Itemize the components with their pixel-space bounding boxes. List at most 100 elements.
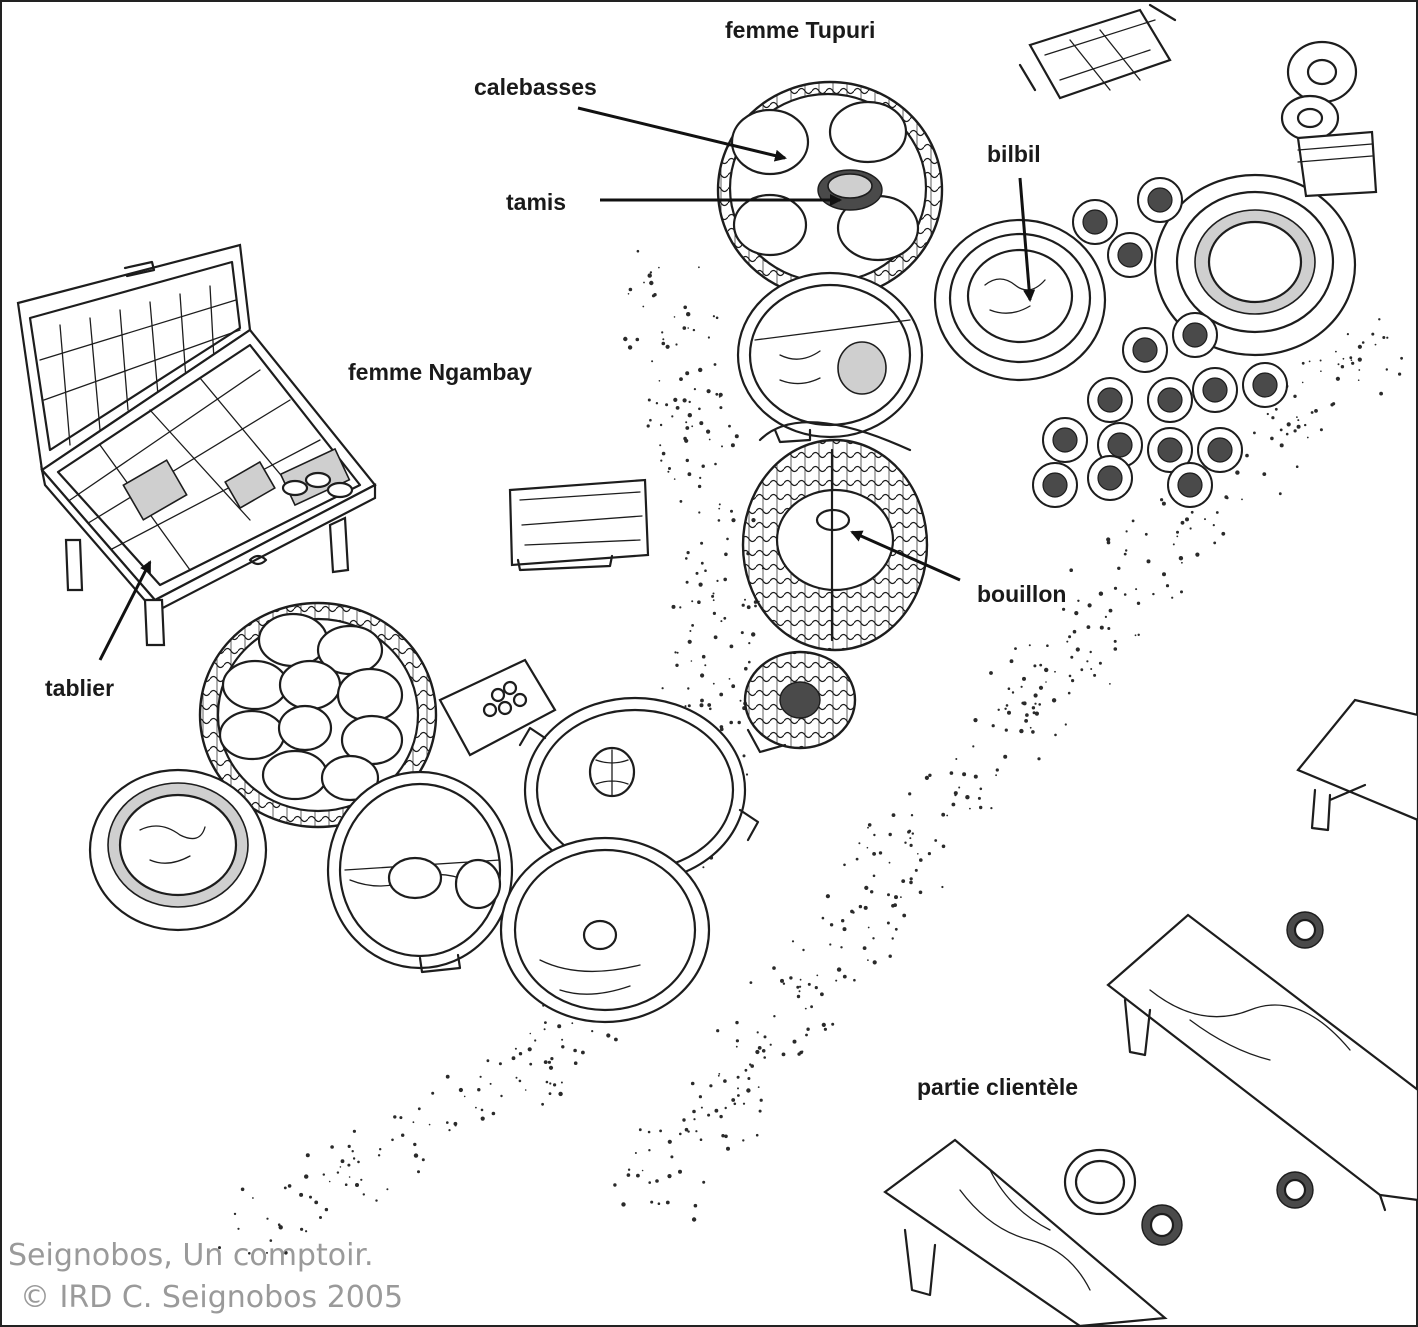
speckle bbox=[842, 974, 847, 979]
speckle bbox=[723, 1079, 727, 1083]
speckle bbox=[741, 603, 745, 607]
speckle bbox=[700, 673, 705, 678]
speckle bbox=[548, 1092, 552, 1095]
speckle bbox=[314, 1200, 319, 1205]
speckle bbox=[748, 660, 751, 664]
speckle bbox=[287, 1184, 292, 1188]
speckle bbox=[1213, 541, 1217, 545]
speckle bbox=[1357, 344, 1362, 349]
speckle bbox=[233, 1212, 237, 1216]
speckle bbox=[489, 1082, 492, 1085]
speckle bbox=[659, 444, 662, 447]
speckle bbox=[728, 424, 731, 428]
speckle bbox=[1400, 356, 1403, 360]
speckle bbox=[391, 1138, 394, 1142]
speckle bbox=[1045, 681, 1047, 683]
speckle bbox=[721, 445, 723, 448]
speckle bbox=[872, 874, 876, 878]
small-pot-mouth bbox=[1097, 387, 1123, 413]
speckle bbox=[606, 1033, 611, 1038]
label-bilbil: bilbil bbox=[987, 141, 1041, 167]
speckle bbox=[647, 1130, 651, 1134]
speckle bbox=[1135, 588, 1138, 591]
speckle bbox=[431, 1091, 435, 1095]
speckle bbox=[636, 249, 640, 253]
speckle bbox=[806, 1027, 810, 1031]
speckle bbox=[1022, 676, 1026, 681]
speckle bbox=[843, 863, 846, 867]
speckle bbox=[685, 426, 690, 430]
speckle bbox=[841, 919, 845, 923]
speckle bbox=[1279, 428, 1283, 432]
speckle bbox=[989, 671, 993, 675]
speckle bbox=[730, 443, 735, 448]
speckle bbox=[675, 406, 680, 410]
speckle bbox=[758, 1109, 762, 1113]
speckle bbox=[979, 787, 983, 791]
speckle bbox=[511, 1056, 516, 1061]
arrow-tablier bbox=[98, 560, 152, 661]
speckle bbox=[1385, 368, 1389, 371]
speckle bbox=[712, 315, 716, 318]
speckle bbox=[679, 606, 682, 609]
speckle bbox=[1054, 670, 1056, 673]
speckle bbox=[1003, 754, 1008, 759]
speckle bbox=[393, 1115, 397, 1119]
speckle bbox=[1266, 412, 1269, 416]
speckle bbox=[685, 371, 690, 376]
speckle bbox=[707, 703, 712, 707]
speckle bbox=[1108, 608, 1113, 613]
speckle bbox=[735, 1039, 740, 1043]
speckle bbox=[918, 890, 923, 895]
speckle bbox=[486, 1059, 490, 1063]
speckle bbox=[724, 1106, 727, 1110]
speckle bbox=[751, 632, 756, 637]
speckle bbox=[958, 786, 961, 789]
speckle bbox=[1025, 713, 1029, 717]
speckle bbox=[543, 1028, 546, 1031]
speckle bbox=[628, 287, 633, 292]
speckle bbox=[746, 605, 751, 610]
speckle bbox=[670, 1155, 674, 1159]
arrow-bouillon bbox=[850, 530, 961, 582]
speckle bbox=[626, 1173, 631, 1177]
speckle bbox=[413, 1153, 419, 1158]
speckle bbox=[641, 1169, 644, 1172]
speckle bbox=[807, 982, 811, 986]
speckle bbox=[347, 1144, 351, 1148]
small-tray-left bbox=[438, 658, 557, 757]
speckle bbox=[1161, 501, 1166, 506]
speckle bbox=[704, 569, 707, 572]
speckle bbox=[719, 692, 724, 697]
stacked-bowls-top-right bbox=[1280, 40, 1378, 198]
speckle bbox=[480, 1116, 485, 1121]
speckle bbox=[872, 937, 875, 940]
speckle bbox=[902, 913, 907, 918]
speckle bbox=[671, 604, 676, 609]
speckle bbox=[707, 1113, 711, 1117]
small-wooden-box bbox=[508, 478, 650, 572]
speckle bbox=[689, 630, 692, 632]
speckle bbox=[500, 1094, 503, 1098]
speckle bbox=[789, 976, 793, 980]
speckle bbox=[399, 1116, 403, 1120]
speckle bbox=[322, 1173, 325, 1176]
speckle bbox=[825, 894, 831, 899]
speckle bbox=[614, 1037, 618, 1042]
speckle bbox=[648, 1149, 651, 1152]
speckle bbox=[717, 519, 721, 522]
speckle bbox=[1330, 403, 1334, 407]
speckle bbox=[1386, 336, 1389, 339]
speckle bbox=[1361, 341, 1365, 344]
small-pot-mouth bbox=[1097, 465, 1123, 491]
speckle bbox=[1068, 674, 1072, 678]
speckle bbox=[1160, 498, 1164, 502]
speckle bbox=[662, 338, 665, 341]
speckle bbox=[730, 509, 733, 513]
speckle bbox=[990, 807, 993, 810]
speckle bbox=[591, 1030, 594, 1033]
speckle bbox=[675, 343, 678, 346]
speckle bbox=[1014, 647, 1017, 650]
speckle bbox=[757, 1046, 762, 1050]
speckle bbox=[682, 398, 687, 403]
